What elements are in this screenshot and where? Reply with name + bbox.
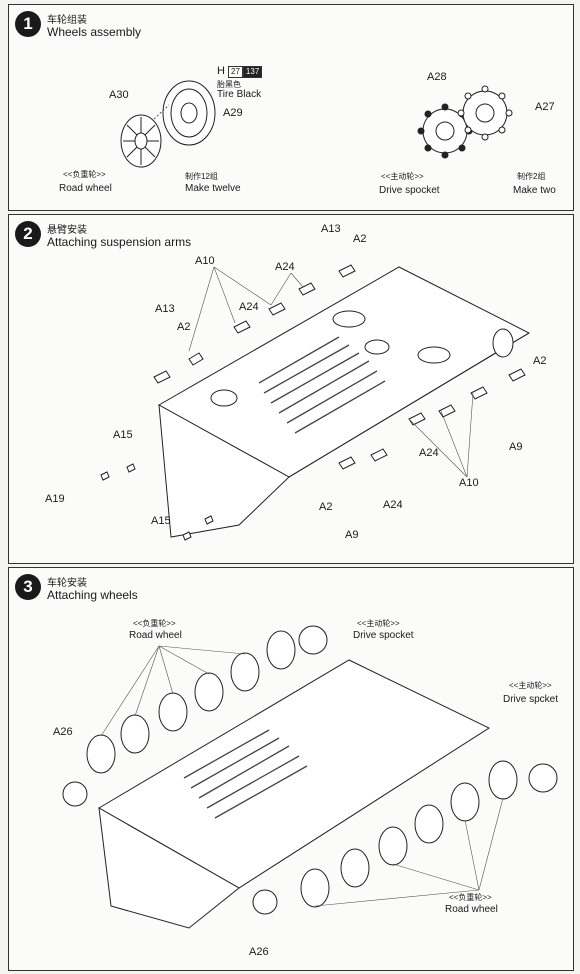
label-a15-bottom: A15 bbox=[151, 515, 171, 527]
step-2-panel: 2 悬臂安装 Attaching suspension arms bbox=[8, 214, 574, 564]
label-a24-top: A24 bbox=[275, 261, 295, 273]
make-two-cn: 制作2组 bbox=[517, 172, 546, 181]
hull-hatches bbox=[210, 310, 514, 407]
paint-code-letter: H bbox=[217, 65, 225, 77]
drive-sprocket-en-right: Drive spcket bbox=[503, 694, 559, 705]
make-two-en: Make two bbox=[513, 185, 556, 196]
road-wheels-lower bbox=[300, 760, 518, 908]
make-twelve-en: Make twelve bbox=[185, 183, 241, 194]
label-a24-mid: A24 bbox=[239, 301, 259, 313]
drive-sprocket-en: Drive spocket bbox=[379, 185, 440, 196]
label-a24-right: A24 bbox=[419, 447, 439, 459]
drive-sprocket-cn: <<主动轮>> bbox=[381, 172, 424, 181]
label-a19: A19 bbox=[45, 493, 65, 505]
road-wheel-en-top: Road wheel bbox=[129, 630, 182, 641]
label-a28: A28 bbox=[427, 71, 447, 83]
label-a10-top: A10 bbox=[195, 255, 215, 267]
paint-name-cn: 胎黑色 bbox=[217, 80, 241, 89]
hull-body bbox=[98, 659, 491, 929]
road-wheels-upper bbox=[86, 630, 296, 774]
label-a24-bottom: A24 bbox=[383, 499, 403, 511]
tire-a29 bbox=[162, 80, 216, 146]
road-wheel-cn-bottom: <<负重轮>> bbox=[449, 893, 492, 902]
road-wheel-en: Road wheel bbox=[59, 183, 112, 194]
label-a13-top: A13 bbox=[321, 223, 341, 235]
road-wheel-en-bottom: Road wheel bbox=[445, 904, 498, 915]
make-twelve-cn: 制作12组 bbox=[185, 172, 218, 181]
label-a30: A30 bbox=[109, 89, 129, 101]
step-2-title-cn: 悬臂安装 bbox=[47, 225, 87, 236]
small-parts-a15 bbox=[100, 463, 214, 541]
step-3-title-cn: 车轮安装 bbox=[47, 578, 87, 589]
step-2-badge: 2 bbox=[15, 221, 41, 247]
label-a13-left: A13 bbox=[155, 303, 175, 315]
label-a29: A29 bbox=[223, 107, 243, 119]
road-wheel-hub-a30 bbox=[120, 114, 162, 168]
road-wheel-cn: <<负重轮>> bbox=[63, 170, 106, 179]
step-3-badge: 3 bbox=[15, 574, 41, 600]
label-a2-right: A2 bbox=[533, 355, 547, 367]
label-a9-right: A9 bbox=[509, 441, 523, 453]
step-1-panel: 1 车轮组装 Wheels assembly bbox=[8, 4, 574, 211]
label-a10-bottom: A10 bbox=[459, 477, 479, 489]
hull-stripes bbox=[183, 729, 308, 819]
step-1-title-en: Wheels assembly bbox=[47, 25, 142, 39]
step-1-badge: 1 bbox=[15, 11, 41, 37]
leader-lines bbox=[100, 645, 504, 907]
step-1-title-cn: 车轮组装 bbox=[47, 15, 87, 26]
hull-stripes bbox=[258, 336, 386, 434]
label-a2-left: A2 bbox=[177, 321, 191, 333]
drive-sprocket-a27 bbox=[457, 85, 513, 141]
paint-code-2: 137 bbox=[242, 66, 263, 78]
step-3-panel: 3 车轮安装 Attaching wheels bbox=[8, 567, 574, 971]
drive-sprocket-en-top: Drive spocket bbox=[353, 630, 414, 641]
paint-code-1: 27 bbox=[228, 66, 243, 78]
leader-line bbox=[153, 104, 170, 120]
suspension-arms bbox=[153, 264, 526, 470]
hull-bottom bbox=[157, 266, 531, 538]
step-2-title-en: Attaching suspension arms bbox=[47, 235, 192, 249]
drive-sprocket-cn-top: <<主动轮>> bbox=[357, 619, 400, 628]
label-a2-bottom: A2 bbox=[319, 501, 333, 513]
label-a27: A27 bbox=[535, 101, 555, 113]
step-3-title-en: Attaching wheels bbox=[47, 588, 138, 602]
drive-sprocket-cn-right: <<主动轮>> bbox=[509, 681, 552, 690]
wheels-assembly-illustration bbox=[120, 80, 513, 168]
label-a15-top: A15 bbox=[113, 429, 133, 441]
label-a2-top: A2 bbox=[353, 233, 367, 245]
label-a9-bottom: A9 bbox=[345, 529, 359, 541]
road-wheel-cn-top: <<负重轮>> bbox=[133, 619, 176, 628]
hull-suspension-illustration bbox=[100, 264, 531, 541]
leader-lines bbox=[188, 266, 474, 478]
wheels-attach-illustration bbox=[62, 625, 558, 929]
label-a26-left: A26 bbox=[53, 726, 73, 738]
label-a26-bottom: A26 bbox=[249, 946, 269, 958]
drive-sprockets bbox=[62, 625, 558, 915]
paint-name-en: Tire Black bbox=[217, 89, 262, 100]
